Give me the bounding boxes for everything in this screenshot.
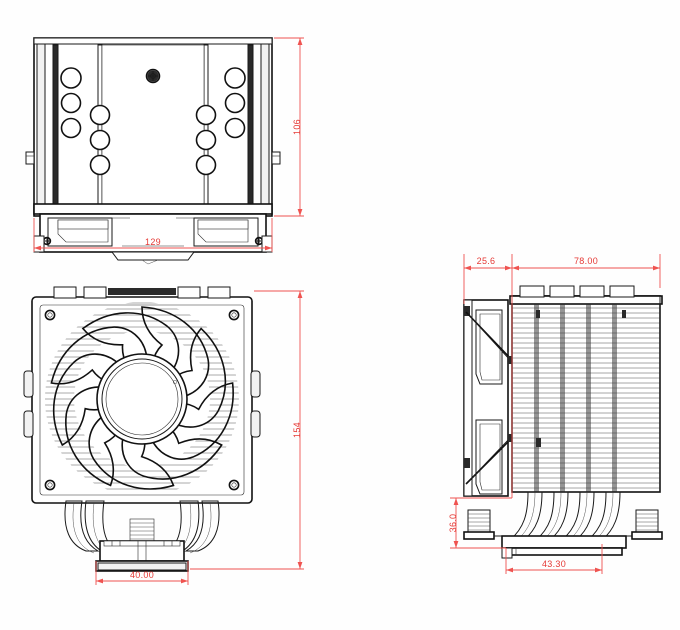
side-tabs	[25, 151, 281, 165]
dimension-label-129: 129	[145, 237, 161, 247]
top-view-dimensions: 106 129	[33, 37, 304, 252]
dimension-top-width: 129	[33, 218, 273, 252]
dimension-base-height: 36.0	[448, 497, 512, 549]
heatpipe-holes-left	[60, 67, 111, 176]
dimension-fin-depth: 78.00	[512, 254, 661, 288]
side-view	[463, 285, 663, 559]
center-screw-icon	[145, 68, 161, 84]
dimension-label-360: 36.0	[448, 514, 458, 533]
dimension-base-width: 40.00	[95, 561, 189, 585]
dimension-front-height: 154	[190, 290, 304, 570]
side-view-dimensions: 25.6 78.00 36.0 43.30	[448, 254, 661, 574]
mounting-bracket	[33, 203, 273, 265]
dimension-label-4000: 40.00	[130, 570, 154, 580]
heatpipe-holes-right	[195, 67, 246, 176]
cold-plate	[95, 518, 189, 572]
front-view	[23, 286, 261, 572]
dimension-label-4330: 43.30	[542, 559, 566, 569]
front-view-dimensions: 154 40.00	[95, 290, 304, 585]
dimension-top-height: 106	[274, 37, 304, 217]
dimension-label-256: 25.6	[477, 256, 496, 266]
dimension-fan-thickness: 25.6	[463, 254, 513, 498]
dimension-label-7800: 78.00	[574, 256, 598, 266]
dimension-baseplate-width: 43.30	[505, 544, 603, 574]
dimension-label-106: 106	[292, 119, 302, 135]
fan-hub	[96, 353, 188, 445]
dimension-label-154: 154	[292, 422, 302, 438]
side-base	[463, 509, 663, 559]
heatsink-fins	[509, 285, 663, 493]
side-fan	[463, 299, 517, 497]
top-view	[25, 37, 281, 265]
